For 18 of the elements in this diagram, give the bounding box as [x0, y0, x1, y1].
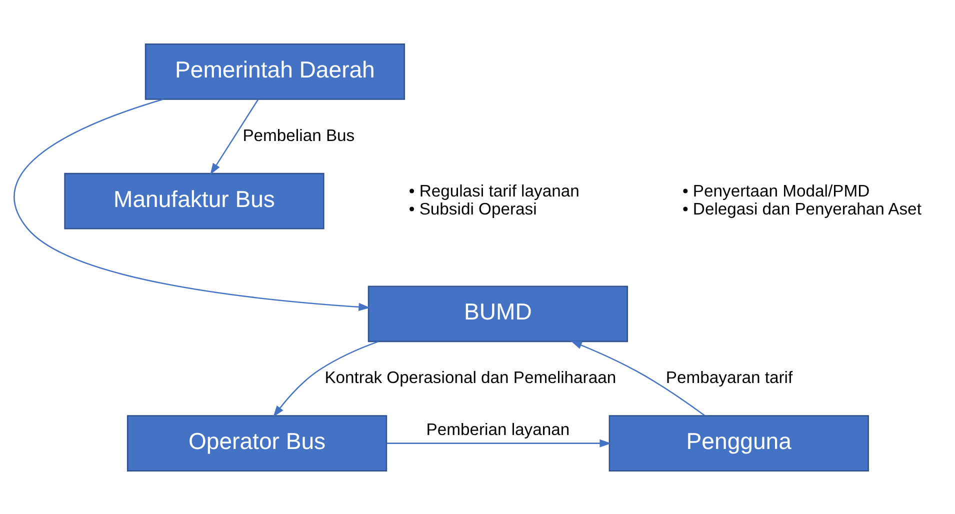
edge-label: Kontrak Operasional dan Pemeliharaan	[324, 367, 616, 386]
node-box: Pengguna	[608, 414, 869, 472]
arrow	[14, 98, 370, 310]
edge-label: Pemberian layanan	[426, 419, 570, 438]
arrow	[210, 98, 259, 174]
arrow	[273, 340, 379, 417]
node-box: Operator Bus	[126, 414, 388, 472]
arrow	[570, 340, 705, 416]
label: • Regulasi tarif layanan	[408, 181, 580, 200]
edge-label: Pembayaran tarif	[666, 367, 793, 386]
node-box: Manufaktur Bus	[64, 172, 324, 229]
node-box: Pemerintah Daerah	[144, 42, 406, 100]
label: • Subsidi Operasi	[408, 198, 537, 218]
edge-label: Pembelian Bus	[242, 125, 355, 144]
arrow	[386, 438, 612, 447]
label: • Penyertaan Modal/PMD	[682, 181, 870, 200]
node-box: BUMD	[368, 285, 628, 342]
label: • Delegasi dan Penyerahan Aset	[682, 198, 922, 218]
